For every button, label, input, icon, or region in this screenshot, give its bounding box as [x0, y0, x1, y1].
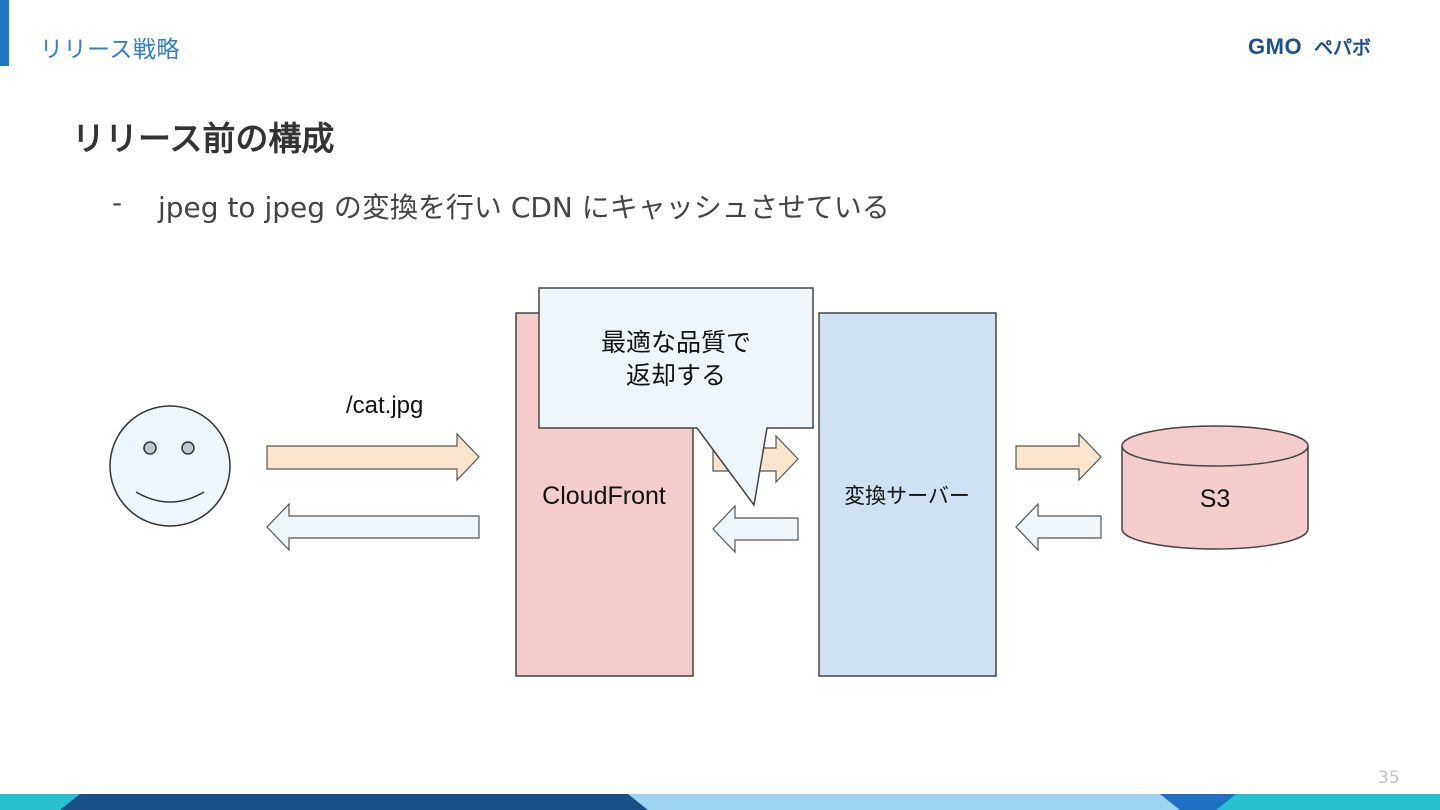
section-title: リリース戦略: [40, 37, 180, 63]
svg-text:ペパボ: ペパボ: [1314, 37, 1371, 59]
callout-line-1: 最適な品質で: [601, 329, 751, 357]
callout-line-2: 返却する: [626, 362, 726, 390]
user-face-icon: [109, 405, 231, 527]
request-arrow-user-to-cdn: [266, 432, 480, 482]
converter-server-label: 変換サーバー: [844, 485, 970, 508]
cloudfront-label: CloudFront: [542, 482, 666, 510]
bullet-text: jpeg to jpeg の変換を行い CDN にキャッシュさせている: [158, 191, 890, 224]
callout-bubble: [538, 287, 814, 507]
request-arrow-converter-to-s3: [1015, 432, 1102, 482]
svg-text:GMO: GMO: [1248, 34, 1302, 59]
bullet-marker: -: [112, 186, 123, 219]
page-number: 35: [1378, 768, 1400, 788]
response-arrow-cdn-to-user: [266, 502, 480, 552]
accent-bar: [0, 0, 9, 66]
s3-label: S3: [1200, 485, 1231, 513]
slide-title: リリース前の構成: [72, 119, 335, 158]
response-arrow-converter-to-cdn: [712, 504, 799, 554]
request-path-label: /cat.jpg: [346, 392, 423, 419]
footer-band: [0, 794, 1440, 810]
bullet-item: - jpeg to jpeg の変換を行い CDN にキャッシュさせている: [112, 186, 890, 226]
s3-storage-cylinder: [1121, 425, 1309, 550]
response-arrow-s3-to-converter: [1015, 502, 1102, 552]
converter-server-box: [818, 312, 997, 677]
gmo-pepabo-logo: GMO ペパボ: [1248, 34, 1371, 59]
